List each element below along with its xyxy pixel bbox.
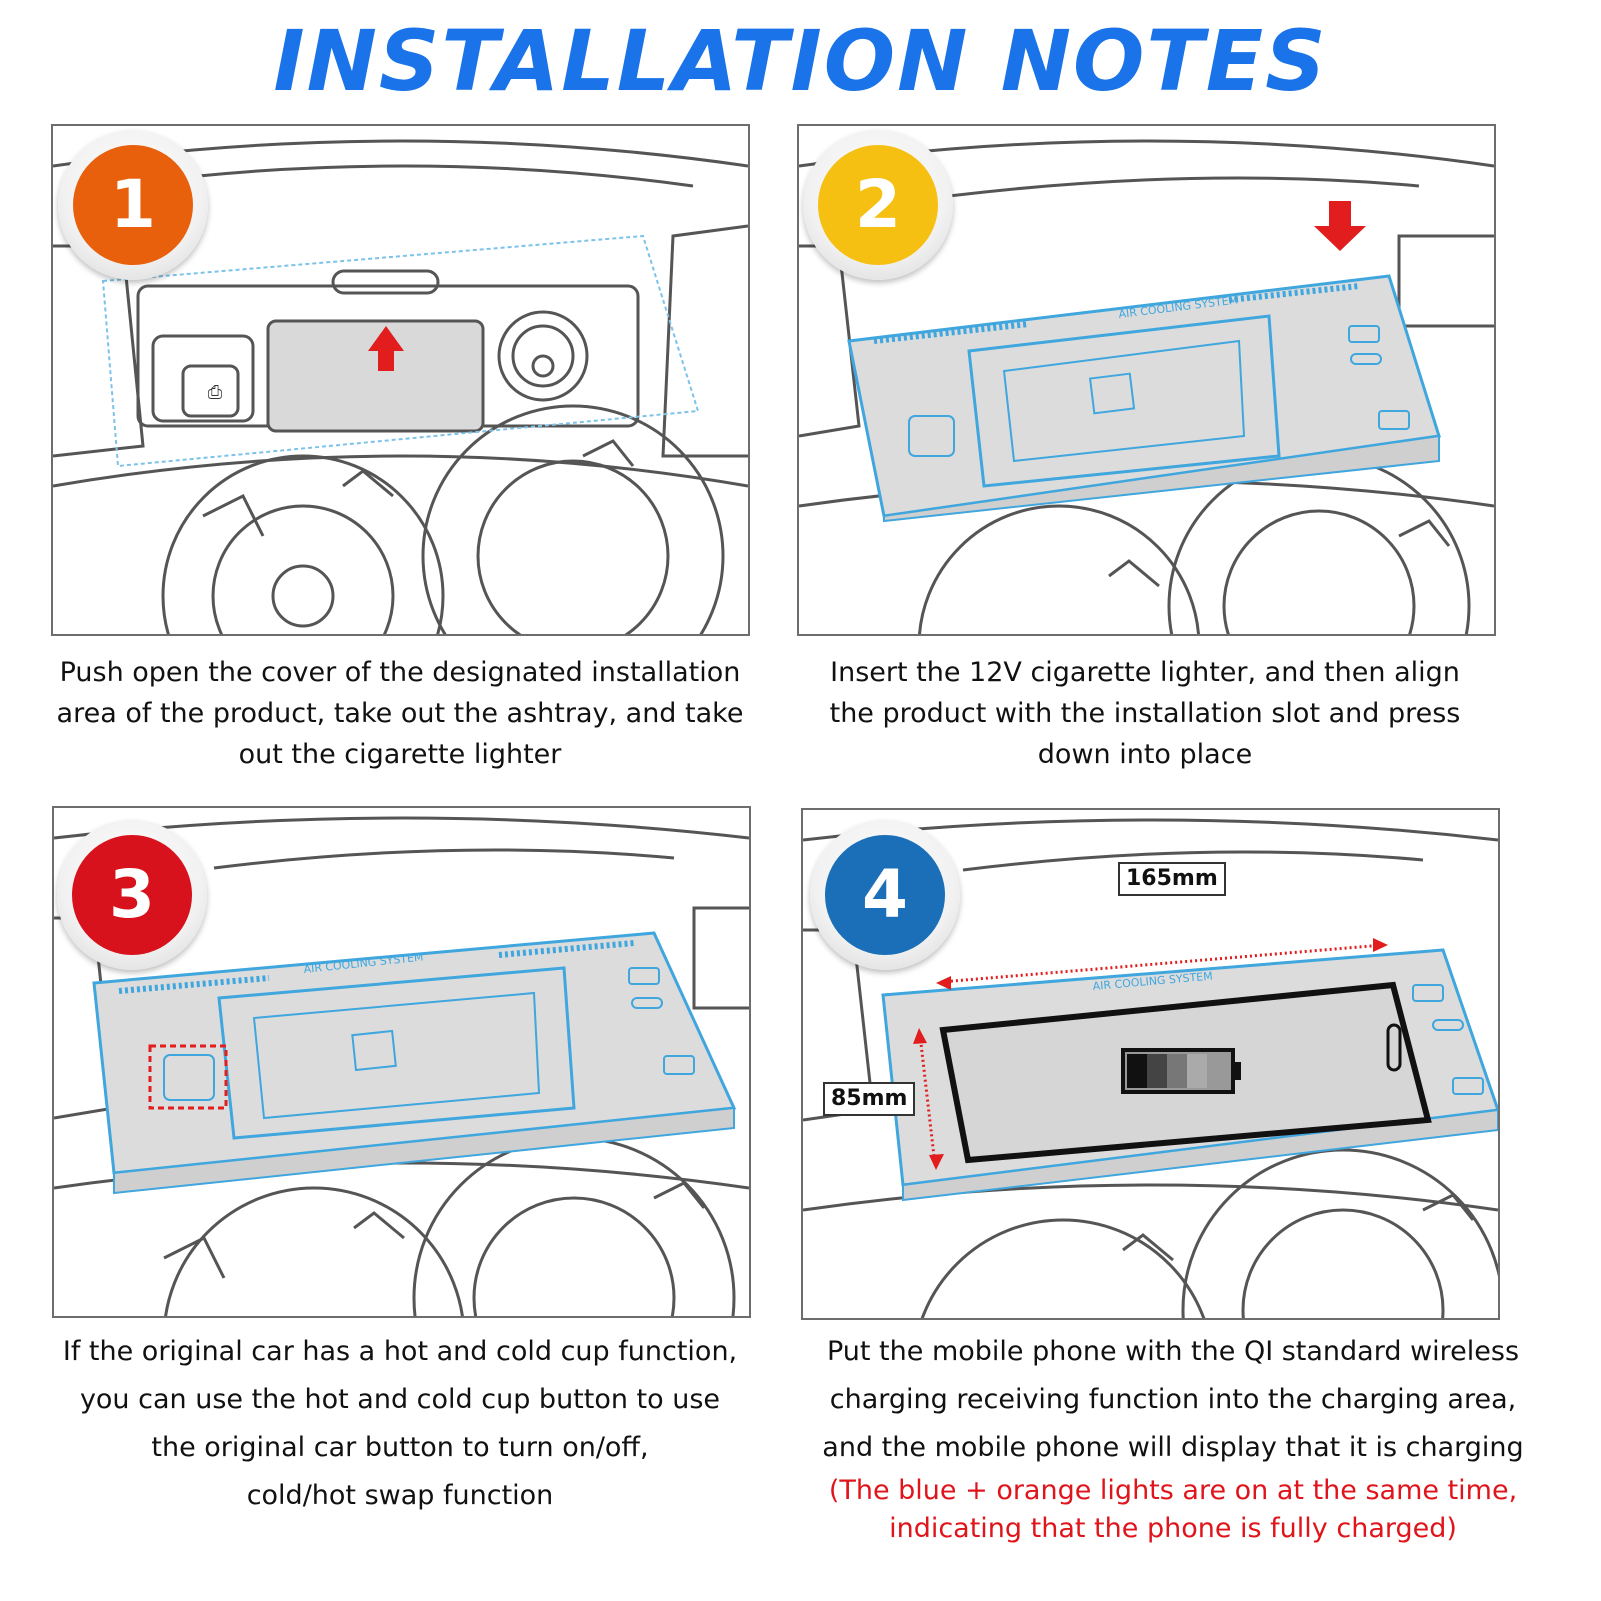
step-4-number: 4 (825, 835, 945, 955)
step-4-caption: Put the mobile phone with the QI standar… (778, 1328, 1568, 1548)
step-3-caption-line: you can use the hot and cold cup button … (79, 1384, 721, 1415)
battery-icon (1121, 1048, 1241, 1094)
step-1-caption-line: Push open the cover of the designated in… (59, 657, 741, 688)
console-drawing-4: AIR COOLING SYSTEM (803, 818, 1498, 1318)
console-drawing-3: AIR COOLING SYSTEM (54, 816, 749, 1316)
step-3-caption: If the original car has a hot and cold c… (20, 1328, 780, 1520)
step-2-caption-line: down into place (1037, 739, 1253, 770)
step-4-caption-line: and the mobile phone will display that i… (822, 1432, 1524, 1463)
console-drawing-2: AIR COOLING SYSTEM (799, 139, 1494, 634)
step-1-caption: Push open the cover of the designated in… (30, 652, 770, 775)
step-4-note-line: (The blue + orange lights are on at the … (828, 1475, 1518, 1506)
svg-text:⎙: ⎙ (208, 382, 223, 403)
step-2-caption-line: the product with the installation slot a… (829, 698, 1461, 729)
step-4-caption-line: Put the mobile phone with the QI standar… (826, 1336, 1520, 1367)
step-2-caption: Insert the 12V cigarette lighter, and th… (775, 652, 1515, 775)
step-3-badge: 3 (57, 820, 207, 970)
step-1-number: 1 (73, 145, 193, 265)
step-4-note-line: indicating that the phone is fully charg… (889, 1513, 1457, 1544)
step-1-caption-line: area of the product, take out the ashtra… (56, 698, 744, 729)
step-3-caption-line: the original car button to turn on/off, (151, 1432, 649, 1463)
page-title: INSTALLATION NOTES (273, 12, 1328, 110)
step-1-caption-line: out the cigarette lighter (238, 739, 562, 770)
step-2-badge: 2 (803, 130, 953, 280)
step-1-illustration: ⎙ (51, 124, 750, 636)
step-2-number: 2 (818, 145, 938, 265)
step-1-badge: 1 (58, 130, 208, 280)
step-3-number: 3 (72, 835, 192, 955)
step-2-caption-line: Insert the 12V cigarette lighter, and th… (830, 657, 1460, 688)
step-3-caption-line: cold/hot swap function (246, 1480, 554, 1511)
step-4-caption-line: charging receiving function into the cha… (829, 1384, 1517, 1415)
width-dimension-label: 85mm (823, 1082, 916, 1116)
step-3-caption-line: If the original car has a hot and cold c… (62, 1336, 738, 1367)
step-4-badge: 4 (810, 820, 960, 970)
length-dimension-label: 165mm (1118, 862, 1226, 896)
console-drawing-1: ⎙ (53, 139, 748, 634)
